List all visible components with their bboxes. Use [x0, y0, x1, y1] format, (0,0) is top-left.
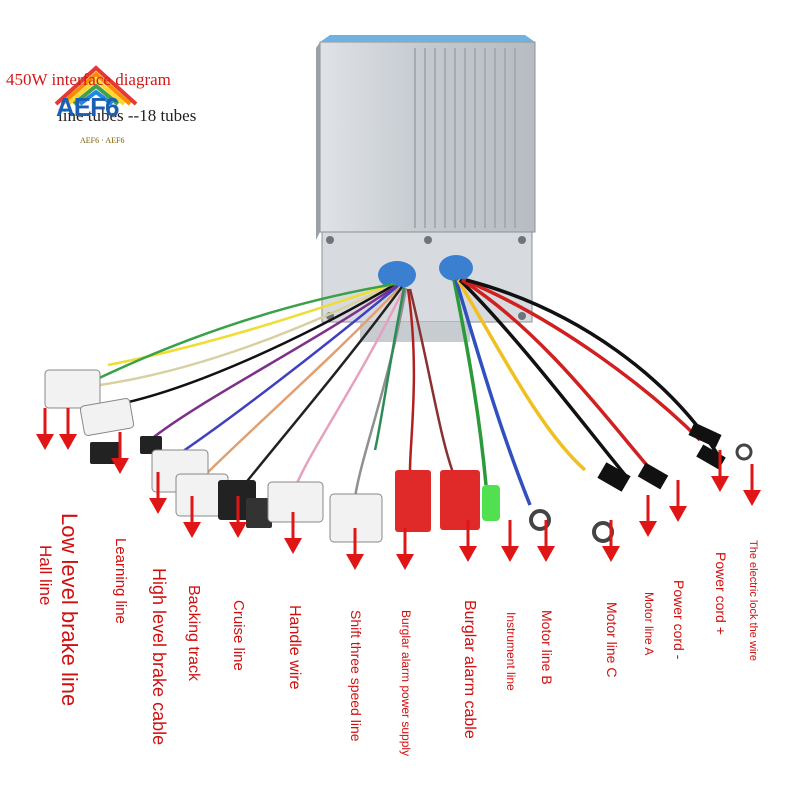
ring-terminal: [735, 443, 753, 461]
wire-label: Hall line: [36, 545, 56, 606]
down-arrow-icon: [229, 496, 247, 538]
wire-label: Burglar alarm cable: [460, 600, 478, 739]
connector-plug: [44, 369, 101, 409]
power-wires: [452, 278, 720, 506]
grommet-right: [439, 255, 473, 281]
wire-sleeve: [597, 462, 631, 492]
wire-label: The electric lock the wire: [747, 540, 760, 662]
down-arrow-icon: [501, 520, 519, 562]
logo-subtext: AEF6 · AEF6: [80, 136, 125, 145]
ring-terminal: [592, 521, 614, 543]
wire-sleeve: [696, 444, 726, 470]
down-arrow-icon: [284, 512, 302, 554]
rainbow-roof-icon: [54, 65, 138, 106]
down-arrow-icon: [711, 450, 729, 492]
wire-label: Motor line A: [641, 592, 656, 656]
down-arrow-icon: [149, 472, 167, 514]
wire-label: Power cord +: [712, 552, 729, 635]
wire-label: Motor line B: [538, 610, 555, 685]
down-arrow-icon: [183, 496, 201, 538]
wire-label: Power cord -: [670, 580, 687, 660]
wire-label: Motor line C: [603, 602, 620, 678]
down-arrow-icon: [36, 408, 54, 450]
wire-label: Handle wire: [285, 605, 303, 690]
down-arrow-icon: [669, 480, 687, 522]
ring-terminal: [529, 509, 551, 531]
down-arrow-icon: [346, 528, 364, 570]
down-arrow-icon: [537, 520, 555, 562]
brand-logo: [50, 62, 142, 148]
signal-wires: [94, 282, 457, 499]
wire-label: Cruise line: [230, 600, 248, 671]
down-arrow-icon: [459, 520, 477, 562]
down-arrow-icon: [396, 528, 414, 570]
wire-label: Shift three speed line: [347, 610, 364, 742]
diagram-subtitle: line tubes --18 tubes: [58, 106, 197, 125]
wire-sleeve: [637, 462, 669, 490]
grommet-left: [378, 261, 416, 289]
connector-plug: [246, 498, 272, 528]
pointer-arrows: [36, 408, 761, 570]
diagram-title: 450W interface diagram: [6, 70, 171, 89]
wire-label: Backing track: [184, 585, 202, 682]
connectors: [44, 369, 753, 543]
down-arrow-icon: [639, 495, 657, 537]
down-arrow-icon: [111, 432, 129, 474]
connector-plug: [79, 398, 135, 436]
down-arrow-icon: [602, 520, 620, 562]
wire-label: Low level brake line: [57, 513, 83, 707]
wire-sleeve: [688, 422, 722, 448]
connector-plug: [267, 481, 324, 523]
connector-plug: [440, 470, 480, 530]
down-arrow-icon: [743, 464, 761, 506]
wire-label: High level brake cable: [148, 568, 169, 746]
wire-label: Learning line: [112, 538, 130, 624]
wire-label: Burglar alarm power supply: [398, 610, 413, 757]
down-arrow-icon: [59, 408, 77, 450]
connector-plug: [395, 470, 431, 532]
wire-label: Instrument line: [503, 612, 518, 691]
connector-plug: [482, 485, 500, 521]
logo-text: AEF6: [56, 92, 119, 122]
